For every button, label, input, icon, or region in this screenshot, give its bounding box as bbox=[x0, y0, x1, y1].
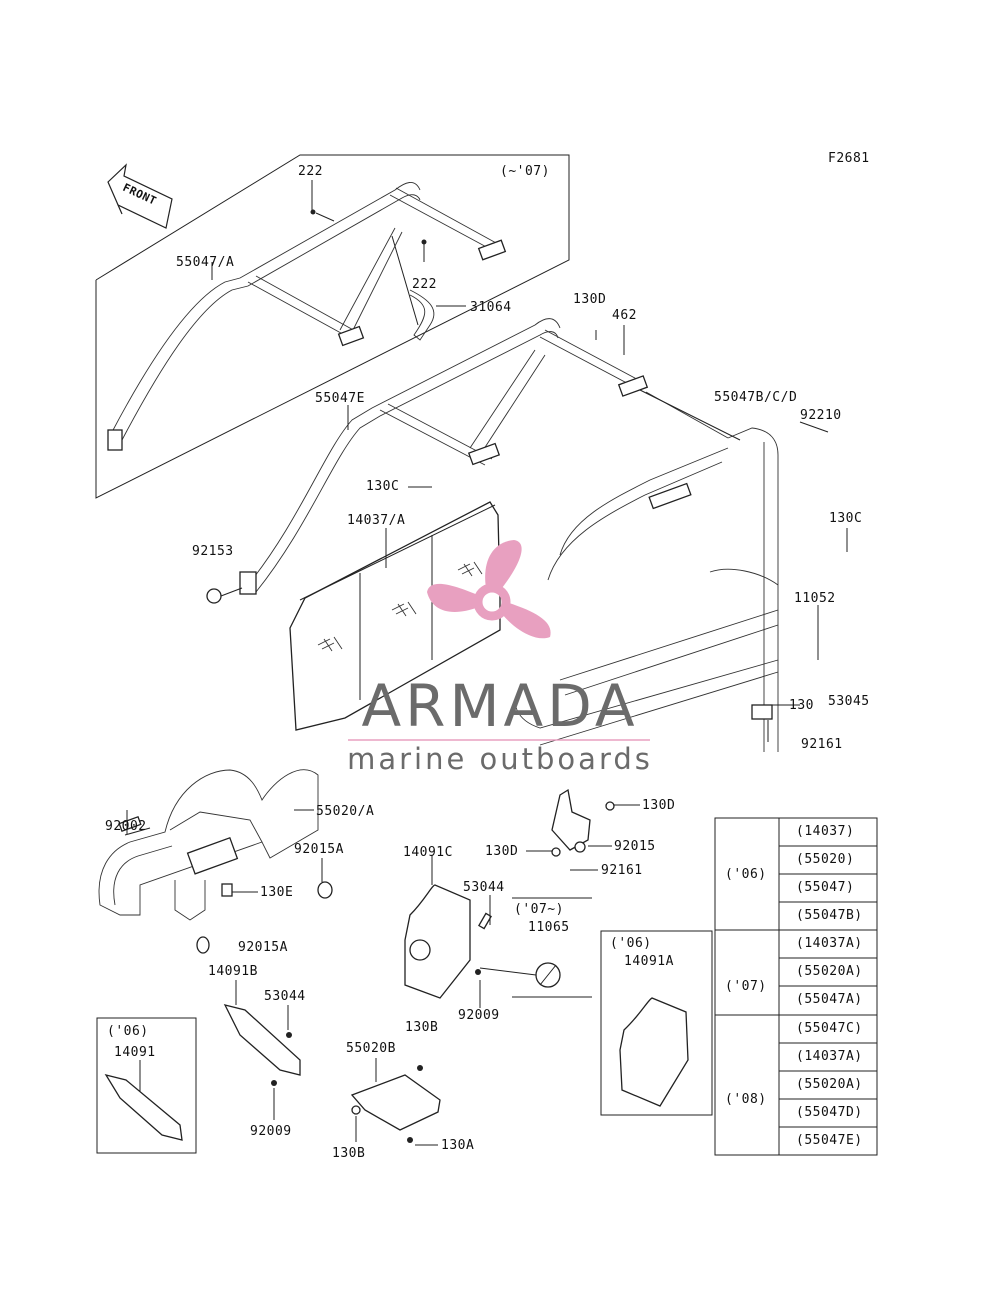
label-92009-mid: 92009 bbox=[458, 1008, 500, 1023]
label-55047a: 55047/A bbox=[176, 255, 234, 270]
label-222-lower: 222 bbox=[412, 277, 437, 292]
cover-14091a-shape bbox=[619, 997, 689, 1107]
cover-14091c-shape bbox=[404, 884, 561, 999]
inset-note-14091b: ('06) bbox=[107, 1024, 149, 1039]
label-130b-mid: 130B bbox=[405, 1020, 438, 1035]
label-462: 462 bbox=[612, 308, 637, 323]
roll-cage-inset-shape bbox=[107, 180, 507, 451]
label-92015a-lower: 92015A bbox=[238, 940, 288, 955]
label-92161-right: 92161 bbox=[801, 737, 843, 752]
guard-14091b-shape bbox=[223, 1004, 301, 1076]
label-55047bcd: 55047B/C/D bbox=[714, 390, 797, 405]
label-11052: 11052 bbox=[794, 591, 836, 606]
table-year-06: ('06) bbox=[725, 867, 767, 882]
watermark-brand: ARMADA bbox=[361, 672, 639, 740]
label-55047e: 55047E bbox=[315, 391, 365, 406]
label-14091b: 14091B bbox=[208, 964, 258, 979]
label-53045: 53045 bbox=[828, 694, 870, 709]
inset-box-14091a bbox=[600, 930, 713, 1116]
windshield-shape bbox=[289, 501, 501, 731]
plate-55020b-shape bbox=[350, 1074, 441, 1131]
label-130a: 130A bbox=[441, 1138, 474, 1153]
label-11065: 11065 bbox=[528, 920, 570, 935]
part-labels: 222 222 55047/A 31064 130D 462 55047B/C/… bbox=[105, 164, 870, 1161]
label-92153: 92153 bbox=[192, 544, 234, 559]
inset-note-14091a: ('06) bbox=[610, 936, 652, 951]
table-year-08: ('08) bbox=[725, 1092, 767, 1107]
label-92161-mid: 92161 bbox=[601, 863, 643, 878]
label-92002: 92002 bbox=[105, 819, 147, 834]
table-cell: (55047A) bbox=[796, 992, 863, 1007]
table-cell: (55020A) bbox=[796, 1077, 863, 1092]
label-92015a-upper: 92015A bbox=[294, 842, 344, 857]
front-arrow-icon: FRONT bbox=[107, 163, 173, 229]
label-55020a: 55020/A bbox=[316, 804, 374, 819]
label-130: 130 bbox=[789, 698, 814, 713]
label-130d-mid: 130D bbox=[642, 798, 675, 813]
label-14091a: 14091A bbox=[624, 954, 674, 969]
label-14037a: 14037/A bbox=[347, 513, 405, 528]
label-14091c: 14091C bbox=[403, 845, 453, 860]
table-cell: (14037) bbox=[796, 824, 855, 839]
guard-14091-shape bbox=[104, 1073, 183, 1141]
label-130c-right: 130C bbox=[829, 511, 862, 526]
table-cell: (55047E) bbox=[796, 1133, 863, 1148]
inset-box-14091 bbox=[96, 1017, 197, 1154]
label-130e: 130E bbox=[260, 885, 293, 900]
table-cell: (55020) bbox=[796, 852, 855, 867]
bracket-92015-shape bbox=[551, 788, 591, 851]
table-cell: (55047C) bbox=[796, 1021, 863, 1036]
watermark-tagline: marine outboards bbox=[347, 742, 653, 776]
model-year-table bbox=[714, 817, 878, 1156]
label-14091: 14091 bbox=[114, 1045, 156, 1060]
label-note-07-onward: ('07~) bbox=[514, 902, 564, 917]
leader-lines bbox=[126, 262, 848, 1146]
figure-code: F2681 bbox=[828, 151, 870, 166]
inset-note-07: (~'07) bbox=[500, 164, 550, 179]
label-130d-left: 130D bbox=[485, 844, 518, 859]
label-130d-top: 130D bbox=[573, 292, 606, 307]
table-cell: (55047D) bbox=[796, 1105, 863, 1120]
label-222-upper: 222 bbox=[298, 164, 323, 179]
table-year-07: ('07) bbox=[725, 979, 767, 994]
label-92210: 92210 bbox=[800, 408, 842, 423]
label-130c-mid: 130C bbox=[366, 479, 399, 494]
label-55020b: 55020B bbox=[346, 1041, 396, 1056]
label-53044-mid: 53044 bbox=[463, 880, 505, 895]
label-92015-mid: 92015 bbox=[614, 839, 656, 854]
label-53044-low: 53044 bbox=[264, 989, 306, 1004]
table-cell: (14037A) bbox=[796, 1049, 863, 1064]
label-92009-low: 92009 bbox=[250, 1124, 292, 1139]
armada-propeller-icon bbox=[427, 540, 551, 639]
table-cell: (55047) bbox=[796, 880, 855, 895]
inset-box-rollcage-07 bbox=[95, 154, 570, 499]
table-cell: (55020A) bbox=[796, 964, 863, 979]
table-cell: (14037A) bbox=[796, 936, 863, 951]
roll-cage-main-shape bbox=[239, 318, 779, 752]
bolt-92153-icon bbox=[206, 588, 222, 604]
label-130b-low: 130B bbox=[332, 1146, 365, 1161]
front-guard-shape bbox=[98, 769, 333, 954]
table-cell: (55047B) bbox=[796, 908, 863, 923]
label-31064: 31064 bbox=[470, 300, 512, 315]
